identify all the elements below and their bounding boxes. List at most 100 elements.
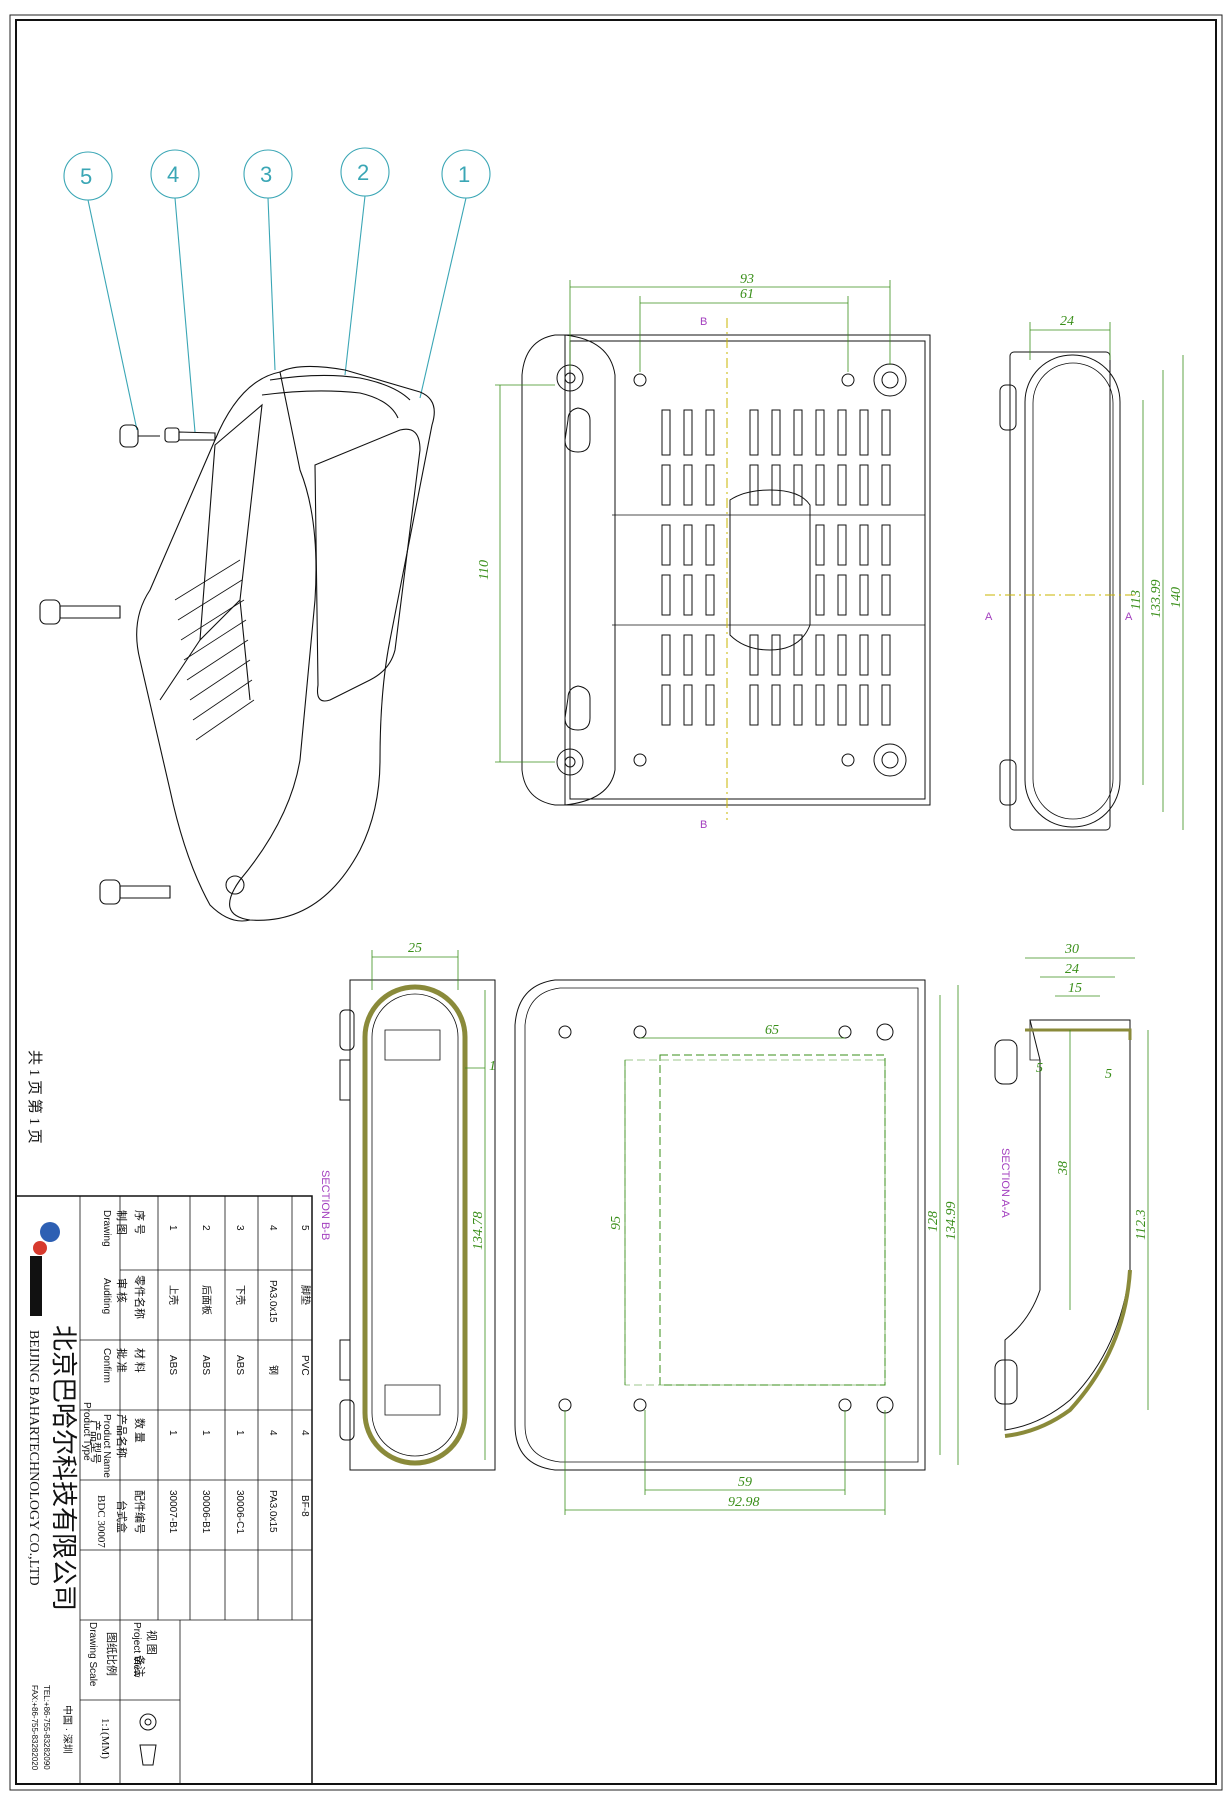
dim-95: 95 bbox=[609, 1216, 624, 1230]
vent-slot bbox=[815, 684, 825, 726]
vent-slot bbox=[881, 464, 891, 506]
vent-slot bbox=[683, 524, 693, 566]
svg-text:1: 1 bbox=[234, 1430, 245, 1436]
vent-slot bbox=[661, 684, 671, 726]
dim-24: 24 bbox=[1060, 314, 1074, 329]
keyhole-upper bbox=[564, 407, 591, 453]
vent-slot bbox=[859, 684, 869, 726]
vent-slot bbox=[705, 464, 715, 506]
th-qty: 数 量 bbox=[133, 1418, 146, 1443]
balloon-2: 2 bbox=[340, 147, 390, 376]
balloon-4-label: 4 bbox=[167, 162, 179, 187]
outer-border bbox=[9, 14, 1223, 1791]
top-view: B B 93 61 110 bbox=[477, 272, 931, 831]
vent-slots-perspective bbox=[174, 559, 255, 741]
side-view-body bbox=[1009, 351, 1111, 831]
vent-slot bbox=[661, 634, 671, 676]
bom-row-3: 3 下壳 ABS 1 30006-C1 bbox=[234, 1225, 247, 1534]
scale-en: Drawing Scale bbox=[87, 1622, 98, 1687]
top-view-body bbox=[564, 334, 931, 806]
svg-text:PVC: PVC bbox=[299, 1355, 310, 1376]
product-name-label: 产品名称 bbox=[115, 1414, 129, 1458]
page-info: 共 1 页 第 1 页 bbox=[26, 1050, 44, 1144]
product-type: BDC 30007 bbox=[95, 1495, 107, 1548]
vent-slot bbox=[705, 524, 715, 566]
role-drawing: 制 图 bbox=[115, 1210, 128, 1235]
projection-symbol-circle bbox=[139, 1713, 157, 1731]
company-name-cn: 北京巴哈尔科技有限公司 bbox=[49, 1325, 78, 1611]
vent-slot bbox=[771, 684, 781, 726]
balloon-3-label: 3 bbox=[260, 162, 272, 187]
svg-text:ABS: ABS bbox=[167, 1355, 178, 1375]
vent-slot bbox=[705, 409, 715, 456]
svg-text:下壳: 下壳 bbox=[234, 1285, 247, 1305]
vent-slot bbox=[749, 409, 759, 456]
role-confirm-en: Confirm bbox=[101, 1348, 112, 1383]
vent-slot bbox=[705, 684, 715, 726]
svg-text:4: 4 bbox=[299, 1430, 310, 1436]
svg-text:30007-B1: 30007-B1 bbox=[167, 1490, 178, 1534]
dim-93: 93 bbox=[740, 272, 754, 287]
section-b-mark-bottom: B bbox=[700, 819, 707, 831]
dim-133-99: 133.99 bbox=[1149, 580, 1164, 619]
balloon-5-label: 5 bbox=[80, 164, 92, 189]
svg-text:BF-8: BF-8 bbox=[299, 1495, 310, 1517]
view-en: Project View bbox=[131, 1622, 142, 1678]
svg-text:ABS: ABS bbox=[234, 1355, 245, 1375]
exploded-view: 5 4 3 2 1 bbox=[39, 147, 491, 922]
svg-text:PA3.0x15: PA3.0x15 bbox=[267, 1280, 278, 1323]
balloon-1-label: 1 bbox=[458, 162, 470, 187]
vent-slot bbox=[881, 684, 891, 726]
keyhole-lower bbox=[564, 685, 591, 731]
top-boss-ll bbox=[556, 748, 584, 776]
vent-slot bbox=[815, 634, 825, 676]
vent-slot bbox=[683, 574, 693, 616]
role-auditing: 审 核 bbox=[115, 1278, 129, 1303]
vent-slot bbox=[837, 574, 847, 616]
product-type-label: 产品型号 bbox=[89, 1420, 103, 1464]
vent-slot bbox=[837, 464, 847, 506]
foot-left-mid bbox=[39, 599, 121, 625]
dim-134-99: 134.99 bbox=[944, 1202, 959, 1241]
th-material: 材 料 bbox=[133, 1348, 147, 1373]
th-remark: 备注 bbox=[133, 1655, 147, 1677]
section-b-mark-top: B bbox=[700, 316, 707, 328]
vent-slot bbox=[837, 524, 847, 566]
vent-slot bbox=[771, 634, 781, 676]
th-part-no: 配件编号 bbox=[133, 1490, 147, 1534]
svg-text:4: 4 bbox=[267, 1430, 278, 1436]
svg-text:3: 3 bbox=[234, 1225, 245, 1231]
top-boss-ur bbox=[873, 363, 907, 397]
projection-symbol-cone bbox=[139, 1744, 157, 1766]
company-logo: BAHAR bbox=[30, 1222, 60, 1316]
section-bb-view: 25 1 134.78 SECTION B-B bbox=[319, 941, 496, 1471]
vent-slot bbox=[859, 409, 869, 456]
balloon-3: 3 bbox=[243, 149, 293, 371]
dim-113: 113 bbox=[1129, 590, 1144, 610]
balloon-1: 1 bbox=[419, 149, 491, 399]
vent-slot bbox=[837, 634, 847, 676]
vent-slot bbox=[859, 464, 869, 506]
bom-row-2: 2 后面板 ABS 1 30006-B1 bbox=[200, 1225, 213, 1534]
vent-slot bbox=[661, 409, 671, 456]
title-block: 序 号 零件名称 材 料 数 量 配件编号 备注 1 上壳 ABS 1 3000… bbox=[15, 1195, 313, 1785]
inner-back-panel bbox=[159, 403, 263, 701]
svg-text:30006-B1: 30006-B1 bbox=[200, 1490, 211, 1534]
top-view-rim bbox=[569, 340, 926, 800]
vent-slot bbox=[661, 524, 671, 566]
brand-wordmark: BAHAR bbox=[41, 1258, 52, 1295]
enclosure-top-rim bbox=[261, 374, 411, 419]
bom-row-1: 1 上壳 ABS 1 30007-B1 bbox=[167, 1225, 180, 1534]
svg-text:钢: 钢 bbox=[267, 1365, 280, 1375]
vent-slot bbox=[859, 634, 869, 676]
role-confirm: 批 准 bbox=[115, 1348, 129, 1373]
enclosure-outer-shell bbox=[229, 365, 435, 921]
top-boss-lr bbox=[873, 743, 907, 777]
th-part-name: 零件名称 bbox=[133, 1275, 147, 1319]
foot-part-5-top bbox=[119, 424, 160, 448]
balloon-5: 5 bbox=[63, 151, 138, 431]
foot-left-bottom bbox=[99, 875, 245, 905]
th-seq: 序 号 bbox=[133, 1210, 147, 1235]
side-view: A A 24 113 133.99 140 bbox=[985, 314, 1184, 831]
